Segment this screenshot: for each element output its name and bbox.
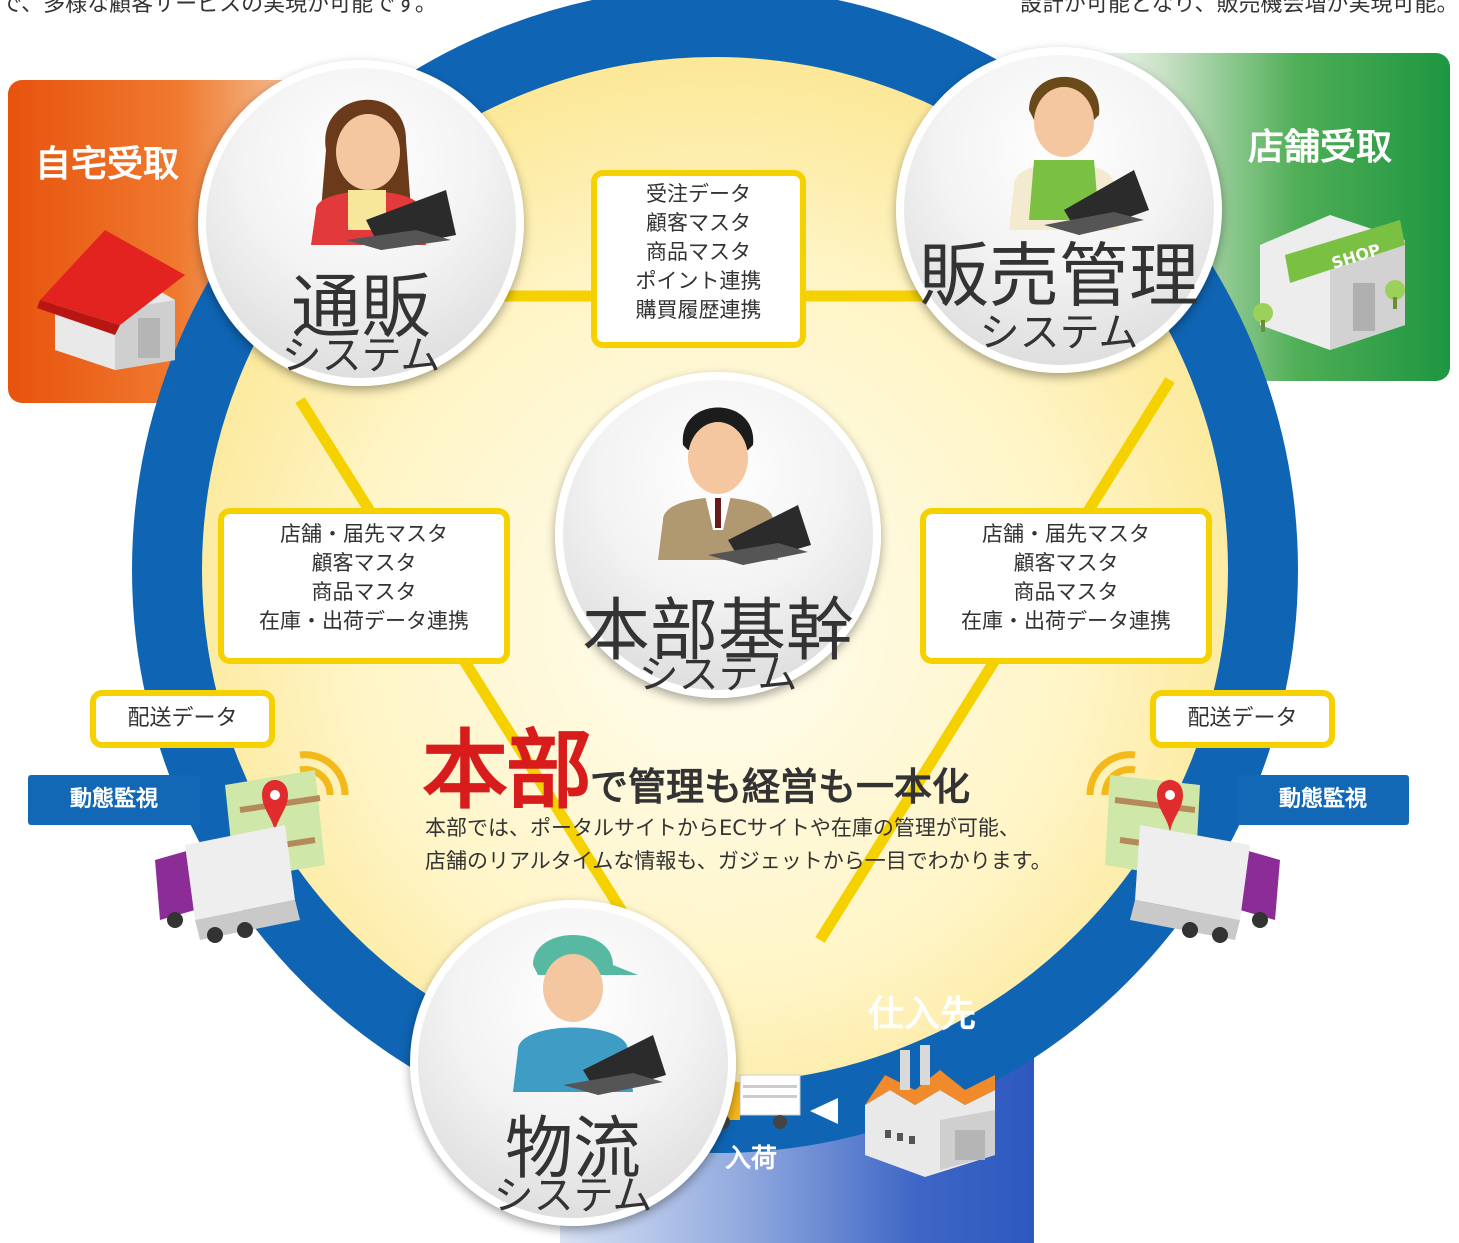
warehouse-worker-icon <box>513 935 666 1095</box>
shop-clerk-icon <box>1009 76 1149 235</box>
connector-left <box>295 397 645 943</box>
mail-order-system-subtitle: システム <box>281 333 441 379</box>
store-pickup-title: 店舗受取 <box>1248 127 1393 168</box>
delivery-truck-map-icon-right <box>1086 751 1280 943</box>
link-top-item: 商品マスタ <box>646 240 751 264</box>
headline: 本部で管理も経営も一本化 <box>422 700 970 825</box>
link-box-left: 店舗・届先マスタ 顧客マスタ 商品マスタ 在庫・出荷データ連携 <box>218 508 510 664</box>
mail-order-system-node[interactable]: 通販 システム <box>198 60 524 386</box>
link-top-item: 顧客マスタ <box>646 211 751 235</box>
link-box-top: 受注データ 顧客マスタ 商品マスタ ポイント連携 購買履歴連携 <box>591 170 806 348</box>
inbound-label: 入荷 <box>725 1144 778 1174</box>
logistics-system-title: 物流 <box>504 1110 641 1189</box>
link-left-item: 店舗・届先マスタ <box>280 522 448 546</box>
delivery-data-label-left: 配送データ <box>90 690 275 748</box>
woman-operator-icon <box>311 99 456 250</box>
headline-rest: で管理も経営も一本化 <box>590 765 971 809</box>
headline-body: 本部では、ポータルサイトからECサイトや在庫の管理が可能、 店舗のリアルタイムな… <box>425 812 1052 878</box>
delivery-truck-map-icon-left <box>155 751 349 943</box>
tracking-badge-left: 動態監視 <box>28 775 200 825</box>
link-top-item: 購買履歴連携 <box>635 298 762 322</box>
link-right-item: 顧客マスタ <box>1013 551 1119 575</box>
headline-emphasis: 本部 <box>422 721 592 821</box>
link-left-item: 顧客マスタ <box>311 551 417 575</box>
delivery-data-label-right: 配送データ <box>1150 690 1335 748</box>
headquarters-system-title: 本部基幹 <box>581 592 854 671</box>
manager-operator-icon <box>658 407 811 565</box>
sales-system-subtitle: システム <box>979 310 1139 356</box>
factory-icon <box>865 1045 995 1177</box>
mail-order-system-title: 通販 <box>291 266 431 348</box>
sales-system-title: 販売管理 <box>919 235 1199 317</box>
logistics-system-subtitle: システム <box>493 1173 653 1219</box>
sales-system-node[interactable]: 販売管理 システム <box>896 47 1222 373</box>
headquarters-system-subtitle: システム <box>638 652 798 698</box>
headquarters-system-node[interactable]: 本部基幹 システム <box>555 372 881 698</box>
link-right-item: 在庫・出荷データ連携 <box>961 609 1171 633</box>
link-right-item: 商品マスタ <box>1013 580 1119 604</box>
link-left-item: 在庫・出荷データ連携 <box>259 609 469 633</box>
home-delivery-title: 自宅受取 <box>35 144 180 185</box>
supplier-title: 仕入先 <box>868 994 977 1035</box>
top-text-left: で、多様な顧客サービスの実現が可能です。 <box>0 0 437 17</box>
logistics-system-node[interactable]: 物流 システム <box>410 900 736 1226</box>
link-top-item: ポイント連携 <box>635 269 762 293</box>
house-icon <box>37 230 185 370</box>
headline-body-line1: 本部では、ポータルサイトからECサイトや在庫の管理が可能、 <box>425 816 1020 840</box>
top-text-right: 設計が可能となり、販売機会増が実現可能。 <box>1020 0 1459 17</box>
link-box-right: 店舗・届先マスタ 顧客マスタ 商品マスタ 在庫・出荷データ連携 <box>920 508 1212 664</box>
headline-body-line2: 店舗のリアルタイムな情報も、ガジェットから一目でわかります。 <box>425 849 1052 873</box>
link-top-item: 受注データ <box>646 182 751 206</box>
shop-building-icon: SHOP <box>1253 215 1405 350</box>
link-right-item: 店舗・届先マスタ <box>982 522 1150 546</box>
link-left-item: 商品マスタ <box>311 580 417 604</box>
tracking-badge-right: 動態監視 <box>1237 775 1409 825</box>
inbound-arrow-icon <box>810 1098 838 1124</box>
